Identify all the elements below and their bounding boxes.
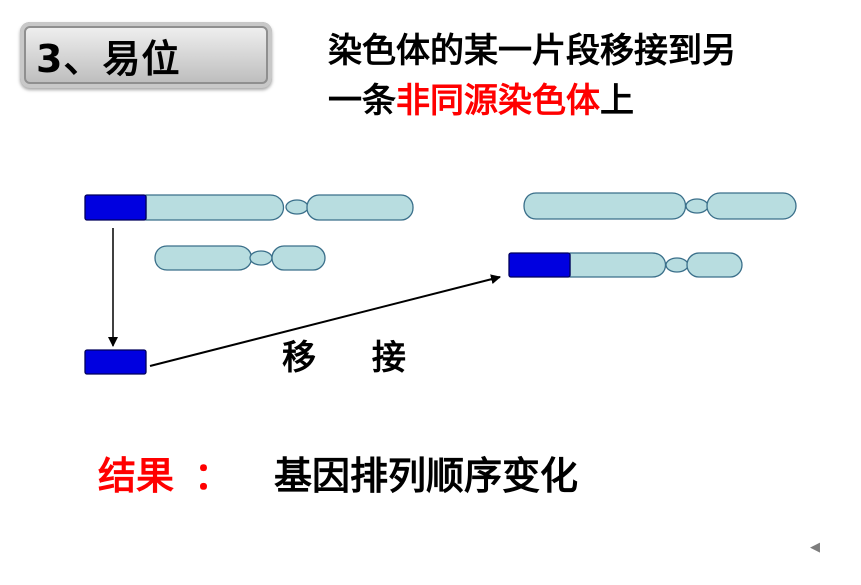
- slide-title: 3、易位: [36, 37, 181, 81]
- translocated-segment-attached: [508, 252, 571, 278]
- chromosome-right-1: [523, 192, 797, 220]
- chromosome-left-2-long-arm: [154, 245, 253, 271]
- chromosome-right-2-long-arm: [569, 252, 667, 278]
- chromosome-left-1-centromere: [285, 199, 309, 215]
- chromosome-left-1-short-arm: [306, 194, 414, 221]
- description-line1: 染色体的某一片段移接到另: [328, 31, 736, 71]
- title-box: [20, 22, 272, 88]
- move-label: 移 接: [282, 338, 428, 378]
- chromosome-left-1-long-arm: [145, 194, 285, 221]
- result-colon: ：: [194, 454, 233, 498]
- move-arrow: [149, 274, 501, 367]
- chromosome-right-2: [508, 252, 743, 278]
- chromosome-right-1-short-arm: [706, 192, 797, 220]
- description-line2-suffix: 上: [600, 81, 634, 121]
- result-row: 结果 ： 基因排列顺序变化: [98, 445, 578, 500]
- chromosome-left-2-centromere: [249, 250, 273, 266]
- chromosome-right-2-short-arm: [686, 252, 743, 278]
- chromosome-left-1: [84, 194, 414, 221]
- description: 染色体的某一片段移接到另 一条非同源染色体上: [328, 26, 828, 126]
- chromosome-left-2: [154, 245, 326, 271]
- description-line2-prefix: 一条: [328, 81, 396, 121]
- result-text: 基因排列顺序变化: [274, 454, 579, 498]
- translocated-segment-original: [84, 194, 147, 221]
- result-label: 结果: [98, 454, 175, 498]
- prev-triangle-icon[interactable]: ◀: [810, 540, 820, 555]
- chromosome-left-2-short-arm: [271, 245, 326, 271]
- chromosome-right-1-centromere: [685, 198, 709, 214]
- translocated-segment-detached: [84, 349, 147, 375]
- chromosome-right-2-centromere: [665, 257, 689, 273]
- description-highlight: 非同源染色体: [396, 81, 600, 121]
- chromosome-right-1-long-arm: [523, 192, 687, 220]
